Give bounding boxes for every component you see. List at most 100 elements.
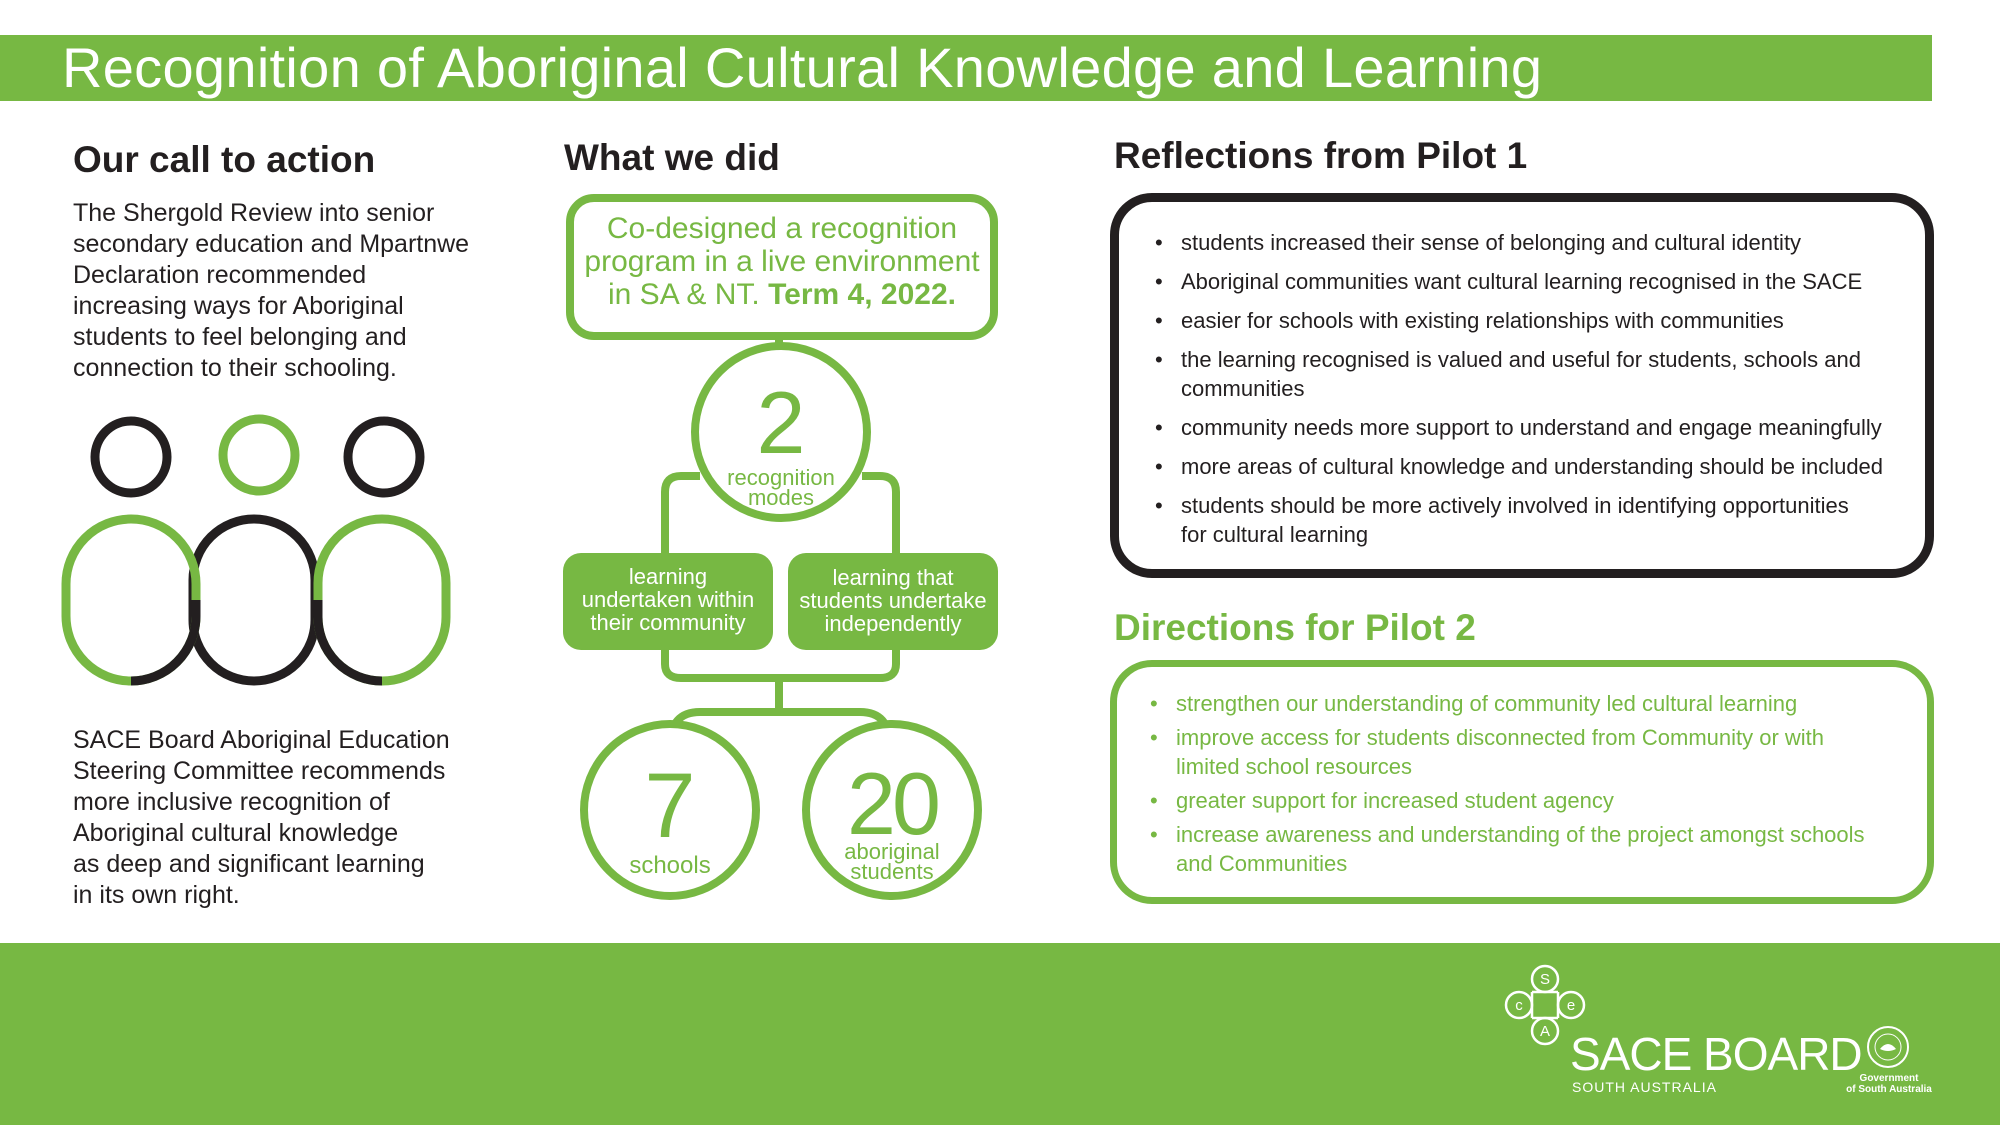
codesign-line: in SA & NT. — [608, 278, 760, 311]
reflection-text: students should be more actively involve… — [1181, 493, 1849, 518]
students-number: 20 — [847, 754, 941, 853]
modes-label-line: modes — [747, 485, 815, 510]
paragraph-line: increasing ways for Aboriginal — [73, 292, 404, 320]
reflection-item: • Aboriginal communities want cultural le… — [1155, 267, 1925, 296]
direction-text: greater support for increased student ag… — [1176, 788, 1614, 813]
directions-panel: •strengthen our understanding of communi… — [1110, 660, 1934, 904]
reflection-item: • easier for schools with existing relati… — [1155, 306, 1925, 335]
bullet-icon: • — [1150, 691, 1158, 716]
schools-number: 7 — [644, 755, 696, 857]
codesign-line: program in a live environment — [584, 245, 980, 278]
bullet-icon: • — [1155, 308, 1163, 333]
overlap-right-icon — [313, 600, 383, 686]
bullet-icon: • — [1155, 269, 1163, 294]
paragraph-line: Steering Committee recommends — [73, 757, 446, 785]
person-body-middle-icon — [188, 514, 320, 686]
reflections-panel: • students increased their sense of belon… — [1110, 193, 1934, 578]
bullet-icon: • — [1150, 788, 1158, 813]
direction-item: • greater support for increased student a… — [1150, 786, 1920, 815]
overlap-left-icon — [130, 600, 201, 686]
government-emblem-icon — [1867, 1026, 1909, 1068]
students-circle — [802, 720, 982, 900]
direction-item: • increase awareness and understanding of… — [1150, 820, 1920, 878]
codesign-line: Co-designed a recognition — [606, 212, 958, 245]
paragraph-line: students to feel belonging and — [73, 323, 407, 351]
schools-circle — [580, 720, 760, 900]
logo-letter: S — [1540, 971, 1550, 988]
mode-right-box — [788, 553, 998, 650]
government-label: Government of South Australia — [1834, 1073, 1944, 1095]
brand-subtitle: SOUTH AUSTRALIA — [1572, 1079, 1717, 1095]
footer-bar: S c e A SACE BOARD SOUTH AUSTRALIA Gover… — [0, 943, 2000, 1125]
schools-label: schools — [629, 852, 711, 879]
direction-text: increase awareness and understanding of … — [1176, 822, 1865, 847]
reflections-list: • students increased their sense of belon… — [1155, 228, 1925, 559]
students-label: aboriginal students — [806, 839, 978, 884]
students-label-line: students — [850, 859, 934, 884]
bullet-icon: • — [1150, 822, 1158, 847]
paragraph-line: Aboriginal cultural knowledge — [73, 819, 399, 847]
direction-item: • improve access for students disconnecte… — [1150, 723, 1920, 781]
reflection-item: • community needs more support to underst… — [1155, 413, 1925, 442]
reflection-text: Aboriginal communities want cultural lea… — [1181, 269, 1863, 294]
mode-left-line: learning — [628, 564, 708, 589]
students-label-line: aboriginal — [844, 839, 940, 864]
modes-number: 2 — [756, 373, 806, 472]
bullet-icon: • — [1155, 230, 1163, 255]
reflection-text: community needs more support to understa… — [1181, 415, 1882, 440]
logo-letter: A — [1540, 1023, 1550, 1040]
paragraph-line: The Shergold Review into senior — [73, 199, 435, 227]
paragraph-line: as deep and significant learning — [73, 850, 425, 878]
reflection-item: • students increased their sense of belon… — [1155, 228, 1925, 257]
direction-text: limited school resources — [1176, 754, 1412, 779]
reflection-text: more areas of cultural knowledge and und… — [1181, 454, 1884, 479]
paragraph-line: secondary education and Mpartnwe — [73, 230, 470, 258]
logo-letter: c — [1515, 997, 1523, 1014]
bullet-icon: • — [1155, 347, 1163, 372]
mode-right-line: independently — [824, 611, 962, 636]
codesign-line-3: in SA & NT. Term 4, 2022. — [574, 278, 990, 311]
direction-text: and Communities — [1176, 851, 1348, 876]
reflection-item: • the learning recognised is valued and u… — [1155, 345, 1925, 403]
people-illustration — [61, 194, 998, 900]
reflection-text: for cultural learning — [1181, 522, 1369, 547]
person-head-left-icon — [90, 416, 172, 498]
codesign-text: Co-designed a recognition program in a l… — [574, 212, 990, 311]
modes-label-line: recognition — [727, 465, 835, 490]
mode-right-line: learning that — [832, 565, 954, 590]
reflection-item: •students should be more actively involv… — [1155, 491, 1925, 549]
mode-left-line: undertaken within — [581, 587, 755, 612]
direction-item: •strengthen our understanding of communi… — [1150, 689, 1920, 718]
term-text: Term 4, 2022. — [768, 278, 956, 311]
page-title: Recognition of Aboriginal Cultural Knowl… — [62, 36, 1543, 99]
title-bar: Recognition of Aboriginal Cultural Knowl… — [0, 35, 1932, 101]
reflections-heading: Reflections from Pilot 1 — [1114, 135, 1528, 176]
mode-right-text: learning that students undertake indepen… — [788, 566, 998, 635]
call-to-action-paragraph-2: SACE Board Aboriginal Education Steering… — [73, 725, 503, 911]
person-head-right-icon — [343, 416, 425, 498]
bullet-icon: • — [1155, 454, 1163, 479]
brand-name: SACE BOARD — [1570, 1028, 1863, 1080]
paragraph-line: Declaration recommended — [73, 261, 367, 289]
modes-label: recognition modes — [696, 465, 866, 510]
paragraph-line: more inclusive recognition of — [73, 788, 390, 816]
mode-left-line: their community — [590, 610, 746, 635]
call-to-action-heading: Our call to action — [73, 139, 376, 180]
reflection-item: • more areas of cultural knowledge and un… — [1155, 452, 1925, 481]
mode-left-box — [563, 553, 773, 650]
bullet-icon: • — [1150, 725, 1158, 750]
directions-heading: Directions for Pilot 2 — [1114, 607, 1476, 648]
paragraph-line: in its own right. — [73, 881, 240, 909]
reflection-text: the learning recognised is valued and us… — [1181, 347, 1861, 372]
paragraph-line: SACE Board Aboriginal Education — [73, 726, 450, 754]
reflection-text: easier for schools with existing relatio… — [1181, 308, 1784, 333]
government-line: Government — [1859, 1073, 1919, 1084]
direction-text: improve access for students disconnected… — [1176, 725, 1825, 750]
codesign-box — [566, 194, 998, 340]
what-we-did-heading: What we did — [564, 137, 780, 178]
recognition-modes-circle — [691, 342, 871, 522]
mode-right-line: students undertake — [799, 588, 987, 613]
reflection-text: students increased their sense of belong… — [1181, 230, 1802, 255]
call-to-action-paragraph-1: The Shergold Review into senior secondar… — [73, 198, 493, 384]
bullet-icon: • — [1155, 415, 1163, 440]
